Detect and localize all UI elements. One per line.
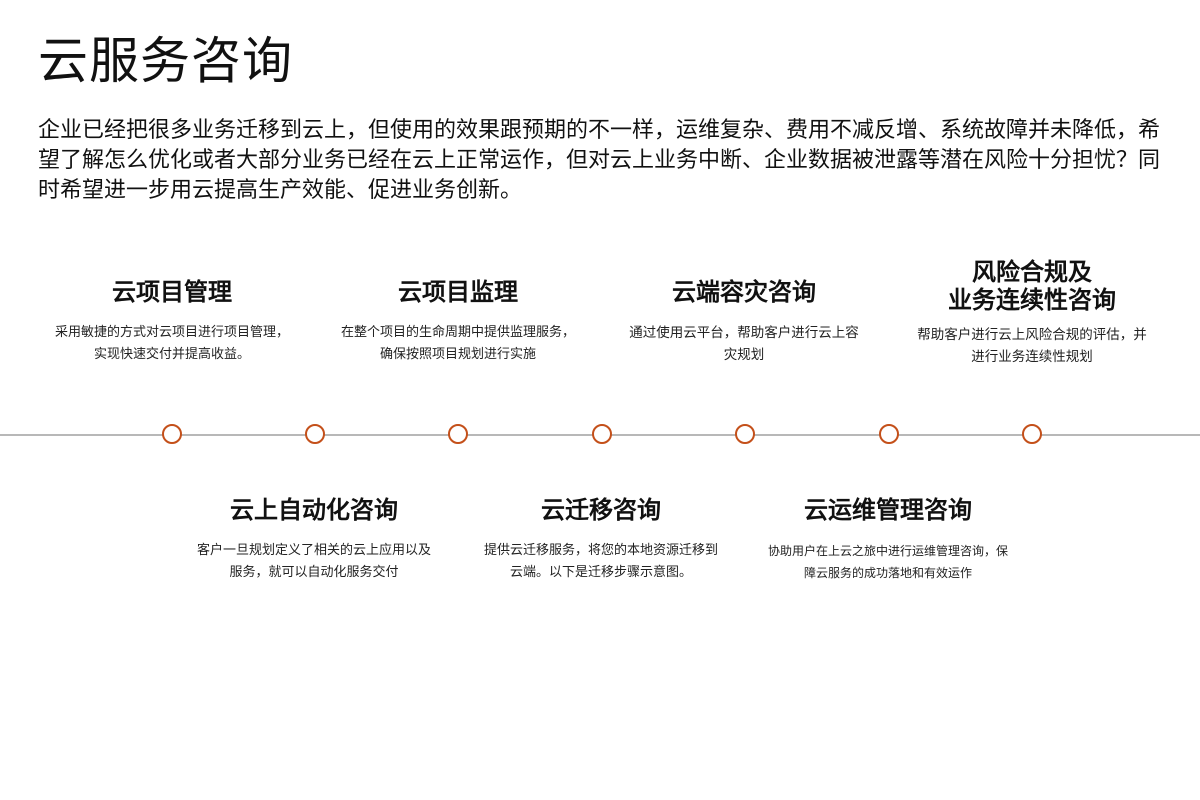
service-card-disaster-recovery: 云端容灾咨询 通过使用云平台，帮助客户进行云上容灾规划 [624,278,864,366]
service-card-project-supervision: 云项目监理 在整个项目的生命周期中提供监理服务，确保按照项目规划进行实施 [338,278,578,366]
service-card-risk-compliance: 风险合规及 业务连续性咨询 帮助客户进行云上风险合规的评估，并进行业务连续性规划 [912,258,1152,368]
card-description: 提供云迁移服务，将您的本地资源迁移到云端。以下是迁移步骤示意图。 [483,543,718,580]
card-description: 帮助客户进行云上风险合规的评估，并进行业务连续性规划 [917,327,1147,365]
service-card-migration: 云迁移咨询 提供云迁移服务，将您的本地资源迁移到云端。以下是迁移步骤示意图。 [481,496,721,584]
timeline-node [879,424,899,444]
timeline-node [592,424,612,444]
card-title: 云端容灾咨询 [672,278,816,306]
card-title: 云运维管理咨询 [804,496,972,524]
service-card-automation: 云上自动化咨询 客户一旦规划定义了相关的云上应用以及服务，就可以自动化服务交付 [194,496,434,584]
timeline-node [735,424,755,444]
timeline-node [448,424,468,444]
card-description: 协助用户在上云之旅中进行运维管理咨询，保障云服务的成功落地和有效运作 [768,544,1009,580]
intro-paragraph: 企业已经把很多业务迁移到云上，但使用的效果跟预期的不一样，运维复杂、费用不减反增… [38,118,1161,203]
timeline-node [1022,424,1042,444]
card-description: 客户一旦规划定义了相关的云上应用以及服务，就可以自动化服务交付 [196,543,431,580]
card-description: 采用敏捷的方式对云项目进行项目管理，实现快速交付并提高收益。 [54,325,289,362]
card-title: 云项目管理 [112,278,232,306]
timeline-node [162,424,182,444]
card-title: 云项目监理 [398,278,518,306]
page-title: 云服务咨询 [38,32,293,90]
card-description: 在整个项目的生命周期中提供监理服务，确保按照项目规划进行实施 [340,325,575,362]
card-description: 通过使用云平台，帮助客户进行云上容灾规划 [629,325,859,363]
card-title: 云上自动化咨询 [230,496,398,524]
service-card-project-management: 云项目管理 采用敏捷的方式对云项目进行项目管理，实现快速交付并提高收益。 [52,278,292,366]
service-card-operations: 云运维管理咨询 协助用户在上云之旅中进行运维管理咨询，保障云服务的成功落地和有效… [768,496,1008,584]
timeline-node [305,424,325,444]
card-title: 云迁移咨询 [541,496,661,524]
card-title: 风险合规及 业务连续性咨询 [948,258,1116,314]
